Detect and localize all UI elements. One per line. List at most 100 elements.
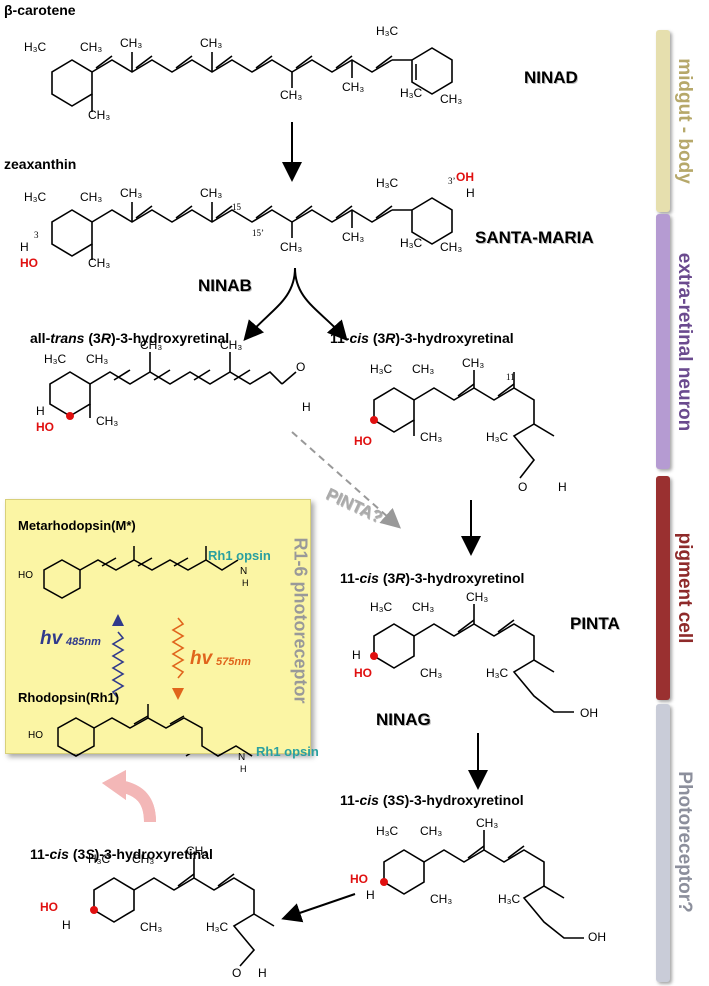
atom-label: CH₃	[440, 240, 463, 254]
atom-label: CH₃	[80, 190, 103, 204]
atom-label: H₃C	[88, 852, 111, 866]
enzyme-ninad: NINAD	[524, 68, 578, 87]
11-cis-retinol-R-label: 11-cis (3R)-3-hydroxyretinol	[340, 570, 525, 586]
atom-label: H₃C	[498, 892, 521, 906]
atom-label: CH₃	[200, 186, 223, 200]
tissue-photoreceptor-label: Photoreceptor?	[674, 771, 695, 913]
enzyme-ninab: NINAB	[198, 276, 252, 295]
atom-label: H₃C	[376, 24, 399, 38]
atom-label: CH₃	[466, 590, 489, 604]
atom-label: H₃C	[206, 920, 229, 934]
atom-label: CH₃	[80, 40, 103, 54]
arrow-ninab-right	[294, 267, 348, 341]
atom-label: H₃C	[44, 352, 67, 366]
atom-label: H₃C	[370, 600, 393, 614]
atom-label: H	[258, 966, 267, 980]
hydroxyl-label: HO	[354, 434, 372, 448]
11-cis-retinol-R-structure	[373, 604, 574, 713]
zeaxanthin-label: zeaxanthin	[4, 156, 77, 172]
atom-number: 3	[34, 230, 39, 240]
atom-label: H	[366, 888, 375, 902]
atom-label: H	[352, 648, 361, 662]
metarhodopsin-label: Metarhodopsin(M*)	[18, 518, 136, 533]
atom-label: H	[62, 918, 71, 932]
atom-label: H	[466, 186, 475, 200]
11-cis-retinal-R-structure	[373, 370, 555, 479]
atom-number: 11	[506, 372, 515, 382]
hydroxyl-label: HO	[20, 256, 38, 270]
atom-label: H₃C	[376, 176, 399, 190]
hv-485-wave	[111, 631, 125, 699]
hv-575-wave	[171, 617, 185, 679]
atom-label: H₃C	[486, 666, 509, 680]
atom-label: CH₃	[140, 920, 163, 934]
pigment-bar	[656, 476, 670, 700]
all-trans-retinal-label: all-trans (3R)-3-hydroxyretinal	[30, 330, 230, 346]
rh1-opsin-label-2: Rh1 opsin	[256, 744, 319, 759]
atom-label: H₃C	[24, 190, 47, 204]
all-trans-retinal-structure	[49, 352, 297, 418]
atom-label: O	[296, 360, 306, 374]
atom-label: CH₃	[96, 414, 119, 428]
atom-label: H₃C	[486, 430, 509, 444]
extra-retinal-bar	[656, 214, 670, 469]
11-cis-retinol-S-structure	[383, 830, 584, 939]
hv-575-label: hv	[190, 648, 213, 669]
atom-label: OH	[580, 706, 598, 720]
atom-label: H₃C	[24, 40, 47, 54]
atom-label: O	[232, 966, 242, 980]
atom-label: H	[558, 480, 567, 494]
atom-number: 3’	[448, 176, 456, 186]
11-cis-retinol-S-label: 11-cis (3S)-3-hydroxyretinol	[340, 792, 524, 808]
atom-label: CH₃	[412, 600, 435, 614]
arrow-retinol-to-retinal	[281, 893, 356, 923]
atom-label: CH₃	[412, 362, 435, 376]
zeaxanthin-structure	[51, 197, 453, 260]
11-cis-retinal-R-label: 11-cis (3R)-3-hydroxyretinal	[330, 330, 514, 346]
wl-485-label: 485nm	[66, 636, 101, 648]
hydroxyl-label: HO	[36, 420, 54, 434]
atom-label: O	[518, 480, 528, 494]
nh-label: N	[240, 566, 248, 577]
hydroxyl-label: HO	[40, 900, 58, 914]
atom-label: CH₃	[88, 108, 111, 122]
atom-label: CH₃	[88, 256, 111, 270]
hydroxyl-label: HO	[354, 666, 372, 680]
atom-label: CH₃	[430, 892, 453, 906]
hydroxyl-label: OH	[456, 170, 474, 184]
arrow-ninab-left	[243, 267, 296, 342]
atom-label: CH₃	[420, 666, 443, 680]
atom-label: CH₃	[280, 240, 303, 254]
rh1-opsin-label: Rh1 opsin	[208, 548, 271, 563]
atom-number: 15	[232, 202, 241, 212]
atom-label: CH₃	[462, 356, 485, 370]
box-ho-label: HO	[18, 570, 33, 581]
atom-label: H	[36, 404, 45, 418]
enzyme-santa-maria: SANTA-MARIA	[475, 228, 594, 247]
tissue-extra-retinal-label: extra-retinal neuron	[674, 252, 695, 432]
atom-label: CH₃	[342, 80, 365, 94]
nh-h-label: H	[242, 578, 249, 588]
atom-label: CH₃	[420, 824, 443, 838]
atom-label: CH₃	[86, 352, 109, 366]
nh-h-label-2: H	[240, 764, 247, 774]
atom-label: CH₃	[420, 430, 443, 444]
atom-label: H₃C	[400, 86, 423, 100]
tissue-pigment-label: pigment cell	[674, 532, 695, 644]
photoreceptor-side-label: R1-6 photoreceptor	[290, 537, 311, 704]
atom-label: CH₃	[220, 338, 243, 352]
rhodopsin-label: Rhodopsin(Rh1)	[18, 690, 120, 705]
box-ho-label-2: HO	[28, 730, 43, 741]
atom-number: 15’	[252, 228, 264, 238]
atom-label: CH₃	[440, 92, 463, 106]
11-cis-retinal-S-structure	[93, 858, 275, 967]
atom-label: CH₃	[200, 36, 223, 50]
atom-label: H₃C	[370, 362, 393, 376]
nh-label-2: N	[238, 752, 246, 763]
wl-575-label: 575nm	[216, 656, 251, 668]
11-cis-retinal-S-label: 11-cis (3S)-3-hydroxyretinal	[30, 846, 213, 862]
atom-label: H	[20, 240, 29, 254]
enzyme-pinta: PINTA	[570, 614, 620, 633]
hydroxyl-label: HO	[350, 872, 368, 886]
